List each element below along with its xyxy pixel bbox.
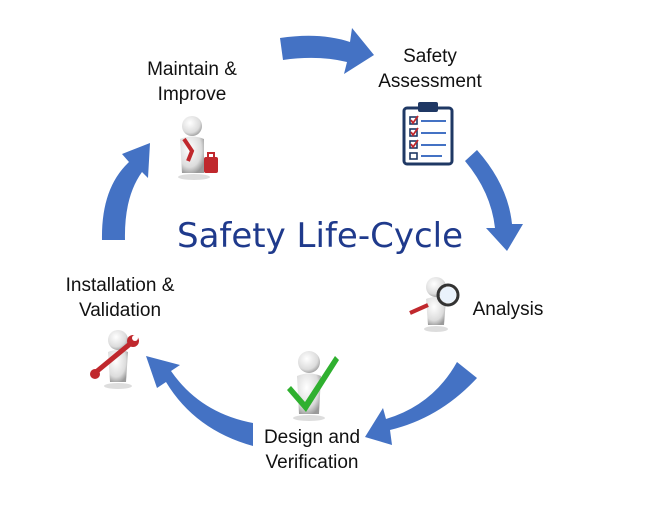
stage-label-design-verification: Design and Verification (242, 425, 382, 475)
clipboard-checklist-icon (402, 102, 454, 166)
stage-label-line2: Validation (78, 300, 162, 321)
stage-label-line1: Safety (403, 46, 457, 67)
stage-label-line2: Assessment (378, 71, 482, 92)
stage-label-line1: Design and (263, 427, 361, 448)
cycle-arrows (101, 28, 523, 446)
checkmark-figure-icon (287, 351, 339, 421)
arrow-top (280, 28, 374, 74)
arrow-left (101, 143, 150, 240)
stage-label-maintain-improve: Maintain & Improve (122, 57, 262, 107)
stage-label-line1: Maintain & (147, 59, 237, 80)
arrow-bottom-right (365, 362, 477, 445)
arrow-bottom-left (146, 356, 253, 446)
toolbox-figure-icon (178, 116, 218, 180)
stage-label-installation-validation: Installation & Validation (40, 273, 200, 323)
arrow-right (465, 150, 523, 251)
stage-label-line2: Verification (265, 452, 359, 473)
stage-label-line1: Analysis (472, 299, 544, 320)
wrench-figure-icon (90, 330, 139, 389)
stage-label-line2: Improve (157, 84, 227, 105)
stage-label-line1: Installation & (65, 275, 175, 296)
stage-label-analysis: Analysis (458, 297, 558, 322)
stage-label-safety-assessment: Safety Assessment (360, 44, 500, 94)
diagram-title: Safety Life-Cycle (176, 216, 464, 256)
magnifier-figure-icon (409, 277, 460, 332)
